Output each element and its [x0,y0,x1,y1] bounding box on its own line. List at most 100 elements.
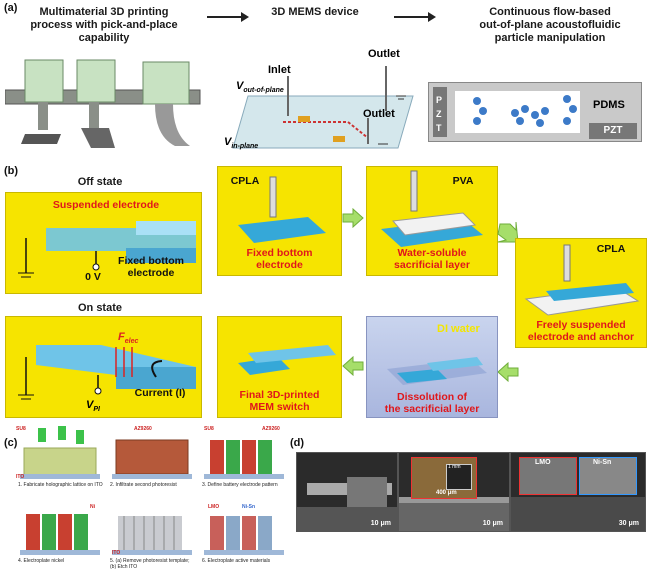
off-state-title: Off state [62,193,122,195]
flow-arrow-1 [207,12,249,22]
process-arrow-1 [342,208,364,228]
step-1-caption: Fixed bottom electrode [218,247,341,271]
cpla-label-1: CPLA [230,175,260,187]
fab-step-4-caption: 4. Electroplate nickel [18,558,65,564]
sem-image-3: LMO Ni-Sn 30 μm [510,452,646,532]
fab-step-1-illustration [20,426,100,479]
step-3-tile: CPLA Freely suspended electrode and anch… [515,238,647,348]
outlet-label-2: Outlet [363,108,395,120]
fab-step-5-illustration [112,516,192,555]
fab-step-6-caption: 6. Electroplate active materials [202,558,271,564]
on-state-heading: On state [77,302,122,314]
tag-az9260-1: AZ9260 [134,426,152,432]
di-water-label: DI water [437,323,480,335]
process-arrow-4 [342,356,364,376]
zero-v-label: 0 V [85,271,101,283]
pzt-right: PZT [589,123,637,139]
inset-scale: 400 μm [436,490,457,496]
step-2-drawing [381,170,483,247]
flow-arrow-2 [394,12,436,22]
step1-line2: electrode [256,259,303,271]
title3-line3: particle manipulation [494,32,606,44]
step-3-drawing [524,244,640,316]
panel-a-title-2: 3D MEMS device [271,6,359,18]
tag-ni-sn: Ni-Sn [242,504,256,510]
process-arrow-3 [497,362,519,382]
lmo-region [519,457,577,495]
fbe-line2: electrode [127,267,175,279]
suspended-electrode-label: Suspended electrode [52,199,160,211]
panel-a-title-3: Continuous flow-based out-of-plane acous… [450,6,650,45]
pdms-label: PDMS [593,99,625,111]
panel-d-label: (d) [290,437,305,449]
step5-line1: Final 3D-printed [239,389,320,401]
f-elec-subscript: elec [124,338,139,346]
step1-line1: Fixed bottom [246,247,313,259]
step-4-drawing [387,357,487,385]
step3-line2: electrode and anchor [527,331,635,343]
current-label: Current (I) [134,387,186,399]
v-in-symbol: V [224,136,232,148]
f-elec-symbol: F [118,331,125,343]
title1-line2: process with pick-and-place [30,19,178,31]
panel-b-label: (b) [4,165,19,177]
tag-ito-2: ITO [112,550,121,556]
fab-step-2-caption: 2. Infiltrate second photoresist [110,482,177,488]
title3-line2: out-of-plane acoustofluidic [479,19,621,31]
panel-c-grid: 1. Fabricate holographic lattice on ITO … [14,422,288,574]
fab-step-4-illustration [20,514,100,555]
tag-lmo: LMO [208,504,220,510]
pzt-left-label: P Z T [436,95,442,133]
cpla-label-2: CPLA [596,243,626,255]
fab-step-1-caption: 1. Fabricate holographic lattice on ITO [18,482,103,488]
ni-sn-label: Ni-Sn [593,459,612,466]
on-state-tile: Felec Current (I) VPI [5,316,202,418]
v-out-subscript: out-of-plane [243,87,284,95]
step-5-tile: Final 3D-printed MEM switch [217,316,342,418]
title3-line1: Continuous flow-based [489,6,611,18]
step3-line1: Freely suspended [536,319,626,331]
scale-bar-1: 10 μm [370,520,391,527]
tag-su8-2: SU8 [204,426,214,432]
mems-device: Inlet Outlet Outlet Vout-of-plane Vin-pl… [224,48,418,156]
v-pi-symbol: V [86,399,94,411]
step4-line1: Dissolution of [397,391,467,403]
off-state-tile: Off state Suspended electrode 0 V Fixed … [5,192,202,294]
title1-line1: Multimaterial 3D printing [39,6,169,18]
outlet-label-1: Outlet [368,48,400,60]
v-pi-subscript: PI [93,406,100,414]
tag-ito-1: ITO [16,474,25,480]
acoustofluidic-channel: P Z T PDMS PZT [428,82,642,142]
printer-illustration [5,59,201,148]
step-5-caption: Final 3D-printed MEM switch [218,389,341,413]
panel-c-label: (c) [4,437,18,449]
on-state-switch [18,345,196,400]
fab-step-6-illustration [204,516,284,555]
pva-label: PVA [452,175,474,187]
fbe-line1: Fixed bottom [118,255,184,267]
step-1-drawing [238,176,326,243]
tag-ni: Ni [90,504,95,510]
panel-a-label: (a) [4,2,18,14]
fab-step-3-caption: 3. Define battery electrode pattern [202,482,278,488]
fixed-bottom-electrode-label: Fixed bottom electrode [106,255,196,279]
inset-photo: 1 mm 400 μm [411,457,477,499]
tag-su8-1: SU8 [16,426,26,432]
pzt-left: P Z T [433,87,447,137]
step5-line2: MEM switch [249,401,310,413]
step-5-drawing [238,345,336,375]
sem-image-2: 1 mm 400 μm 10 μm [398,452,510,532]
step2-line1: Water-soluble [397,247,467,259]
off-state-switch [18,221,196,278]
panel-a-title-1: Multimaterial 3D printing process with p… [14,6,194,45]
particles [473,95,577,127]
step4-line2: the sacrificial layer [384,403,480,415]
v-pi-label: VPI [86,399,100,413]
step-3-caption: Freely suspended electrode and anchor [516,319,646,343]
mems-device-drawing [232,66,414,149]
fab-step-3-illustration [204,440,284,479]
fab-step-5-caption: 5. (a) Remove photoresist template; (b) … [110,558,190,570]
step-2-caption: Water-soluble sacrificial layer [367,247,497,271]
step-4-tile: DI water Dissolution of the sacrificial … [366,316,498,418]
step-1-tile: CPLA Fixed bottom electrode [217,166,342,276]
